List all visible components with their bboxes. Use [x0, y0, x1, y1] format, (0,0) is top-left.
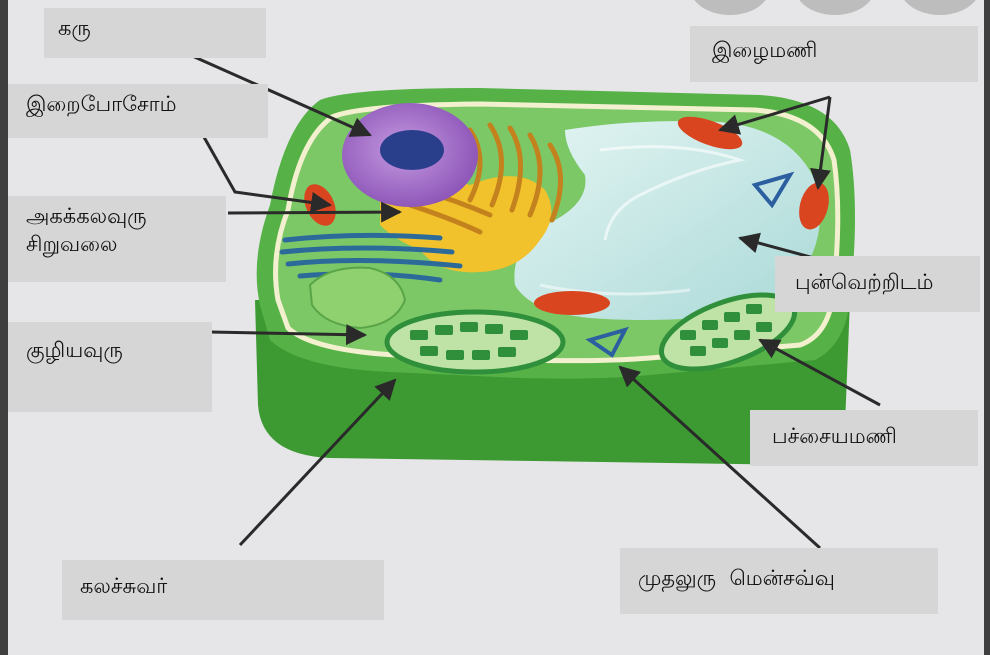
label-plasma-membrane-text: முதலுரு மென்சவ்வு	[638, 564, 924, 592]
label-ribosome-text: இறைபோசோம்	[26, 90, 254, 118]
label-er-text-line2: சிறுவலை	[26, 230, 212, 258]
label-plasma-membrane: முதலுரு மென்சவ்வு	[620, 548, 938, 614]
label-chloroplast: பச்சையமணி	[750, 410, 978, 466]
mitochondrion	[534, 291, 610, 315]
label-mitochondria-text: இழைமணி	[712, 36, 964, 64]
label-chloroplast-text: பச்சையமணி	[772, 422, 964, 450]
nucleolus	[380, 130, 444, 170]
chloroplast	[387, 312, 563, 372]
label-nucleus-text: கரு	[58, 14, 252, 42]
label-nucleus: கரு	[44, 8, 266, 58]
arrow-er	[228, 212, 400, 213]
label-vacuole-text: புன்வெற்றிடம்	[795, 268, 966, 296]
label-vacuole: புன்வெற்றிடம்	[775, 256, 980, 312]
label-cell-wall-text: கலச்சுவர்	[80, 572, 370, 600]
label-cell-wall: கலச்சுவர்	[62, 560, 384, 620]
label-ribosome: இறைபோசோம்	[8, 84, 268, 138]
label-golgi-text: குழியவுரு	[26, 336, 198, 364]
label-er-text-line1: அகக்கலவுரு	[26, 202, 212, 230]
label-golgi: குழியவுரு	[8, 322, 212, 412]
label-mitochondria: இழைமணி	[690, 26, 978, 82]
label-er: அகக்கலவுரு சிறுவலை	[8, 196, 226, 282]
